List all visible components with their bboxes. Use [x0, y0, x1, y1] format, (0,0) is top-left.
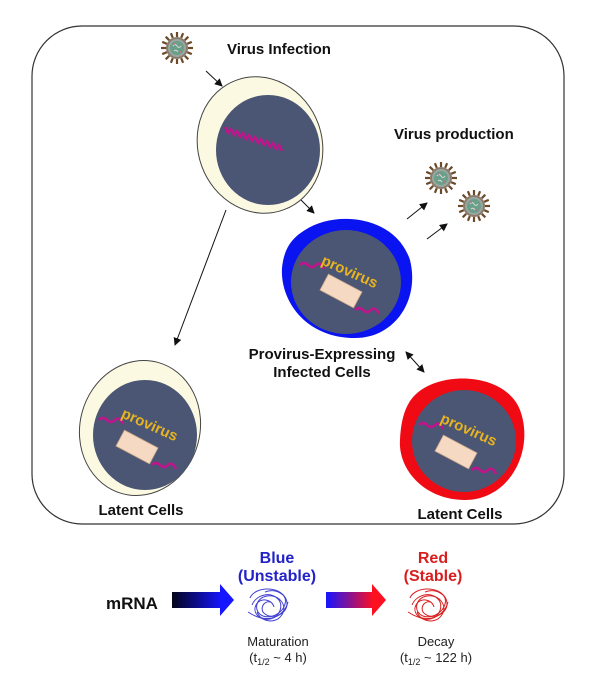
latent-cell-right: provirus: [399, 378, 525, 500]
arrow-infection: [205, 70, 223, 87]
infected-cell: [196, 76, 324, 214]
red-title-line1: Red: [418, 550, 448, 567]
virus-infection-label: Virus Infection: [227, 41, 331, 58]
maturation-caption: Maturation: [247, 634, 308, 649]
provirus-gene-box: [319, 273, 363, 309]
red-title-line2: (Stable): [404, 568, 463, 585]
arrow-virus-production-2: [426, 223, 448, 240]
expressing-cells-label-line1: Provirus-Expressing: [249, 346, 396, 363]
virus-icon: [456, 188, 492, 224]
blue-arrow: [172, 584, 234, 616]
viral-rna-icon: [223, 126, 284, 152]
arrow-to-latent-left: [173, 209, 227, 346]
red-arrow: [326, 584, 386, 616]
arrow-bidirectional-latency: [405, 351, 425, 373]
provirus-expressing-cell: provirus: [281, 218, 413, 338]
virus-production-label: Virus production: [394, 126, 514, 143]
blue-title-line2: (Unstable): [238, 568, 316, 585]
latent-cell-left: provirus: [78, 360, 202, 496]
mrna-label: mRNA: [106, 594, 158, 613]
virus-icon: [423, 160, 459, 196]
provirus-gene-box: [115, 429, 159, 465]
blue-fluorescent-protein-icon: [247, 588, 289, 622]
arrow-virus-production-1: [406, 202, 428, 220]
outer-frame: [31, 25, 565, 525]
decay-half-life: (t1/2 ~ 122 h): [400, 650, 472, 667]
maturation-half-life: (t1/2 ~ 4 h): [249, 650, 307, 667]
latent-cells-label-right: Latent Cells: [417, 506, 502, 523]
virus-icon: [159, 30, 195, 66]
provirus-gene-box: [434, 434, 478, 470]
decay-caption: Decay: [418, 634, 455, 649]
expressing-cells-label-line2: Infected Cells: [273, 364, 371, 381]
red-fluorescent-protein-icon: [407, 588, 449, 622]
latent-cells-label-left: Latent Cells: [98, 502, 183, 519]
blue-title-line1: Blue: [260, 550, 295, 567]
